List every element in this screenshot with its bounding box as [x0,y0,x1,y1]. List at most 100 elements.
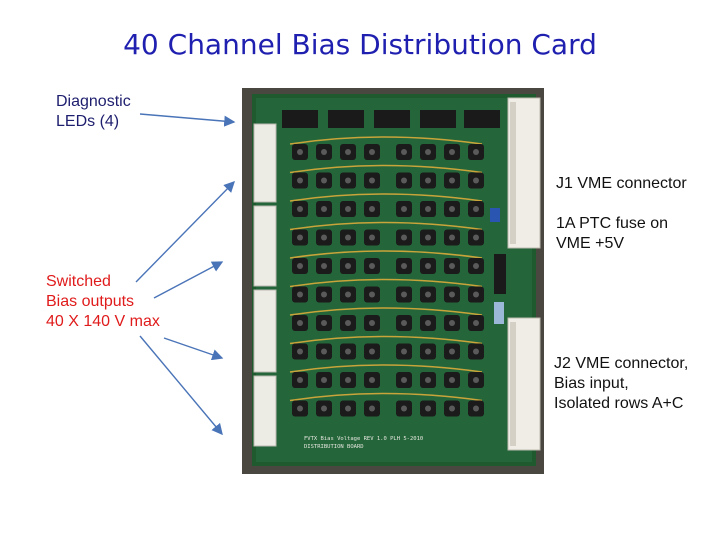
arrow-output-2 [153,261,224,299]
wire [289,335,483,345]
relay-top [473,377,479,383]
wire [289,307,483,316]
relay-top [401,263,407,269]
relay-top [425,320,431,326]
label-line: Switched [46,273,111,290]
wire [289,193,483,202]
relay-top [449,149,455,155]
board-illustration: FVTX Bias Voltage REV 1.0 PLH 5-2010 DIS… [242,88,544,474]
relay-top [297,177,303,184]
label-line: Bias outputs [46,293,135,310]
relay-top [369,348,375,355]
left-connectors [253,123,277,447]
relay-top [401,405,407,412]
relay-top [369,206,375,212]
relay-top [369,234,375,241]
wire [289,164,483,174]
arrow-diagnostic [139,113,236,127]
relay-top [473,291,479,298]
relay-top [345,320,351,326]
relay-top [369,405,375,412]
relay-top [425,206,431,212]
wire [289,392,483,402]
component-rows [289,136,484,417]
relay-top [321,291,327,298]
relay-top [321,348,327,355]
relay-top [297,263,303,269]
circuit-board-photo: FVTX Bias Voltage REV 1.0 PLH 5-2010 DIS… [242,88,544,474]
relay-top [369,320,375,326]
wire [289,221,483,231]
relay-top [473,206,479,212]
silkscreen-line: FVTX Bias Voltage REV 1.0 PLH 5-2010 [304,436,423,442]
relay-top [369,177,375,184]
relay-top [473,234,479,241]
relay-top [425,263,431,269]
relay-top [345,149,351,155]
relay-top [449,177,455,184]
relay-top [345,263,351,269]
relay-top [297,320,303,326]
relay-top [449,320,455,326]
relay-top [345,348,351,355]
relay-top [425,177,431,184]
relay-top [401,320,407,326]
relay-top [401,234,407,241]
relay-top [345,206,351,212]
relay-top [401,206,407,212]
relay-top [321,177,327,184]
vme-connectors [507,97,541,451]
relay-top [449,377,455,383]
relay-top [473,405,479,412]
label-line: 1A PTC fuse on [556,215,669,232]
right-ic [494,254,506,294]
wire [289,250,483,259]
relay-top [473,320,479,326]
relay-top [425,405,431,412]
switched-bias-label: Switched Bias outputs 40 X 140 V max [46,272,160,332]
relay-top [321,320,327,326]
relay-top [321,206,327,212]
relay-top [401,177,407,184]
relay-top [369,149,375,155]
relay-top [449,206,455,212]
relay-top [449,234,455,241]
label-line: VME +5V [556,235,625,252]
relay-top [449,405,455,412]
blue-part [490,208,500,222]
relay-top [345,405,351,412]
relay-top [321,149,327,155]
silkscreen-line: DISTRIBUTION BOARD [304,444,364,450]
relay-top [297,348,303,355]
label-line: J2 VME connector, [554,355,689,372]
relay-top [449,291,455,298]
label-line: LEDs (4) [56,113,120,130]
slide-title: 40 Channel Bias Distribution Card [123,28,597,61]
label-line [556,194,687,214]
j1-connector-label: J1 VME connector 1A PTC fuse on VME +5V [556,174,687,254]
label-line: Isolated rows A+C [554,395,684,412]
relay-top [425,377,431,383]
wire [289,278,483,288]
arrow-output-4 [139,335,223,436]
relay-top [297,234,303,241]
relay-top [425,291,431,298]
relay-top [369,377,375,383]
j2-connector-label: J2 VME connector, Bias input, Isolated r… [554,354,688,414]
relay-top [345,177,351,184]
label-line: 40 X 140 V max [46,313,160,330]
wire [289,136,483,145]
relay-top [297,291,303,298]
relay-top [321,377,327,383]
relay-top [297,405,303,412]
relay-top [369,263,375,269]
relay-top [449,348,455,355]
relay-top [425,149,431,155]
dip-switch [494,302,504,324]
arrow-output-1 [135,181,235,283]
relay-top [425,348,431,355]
diagnostic-leds-label: Diagnostic LEDs (4) [56,92,131,132]
relay-top [473,177,479,184]
relay-top [401,149,407,155]
